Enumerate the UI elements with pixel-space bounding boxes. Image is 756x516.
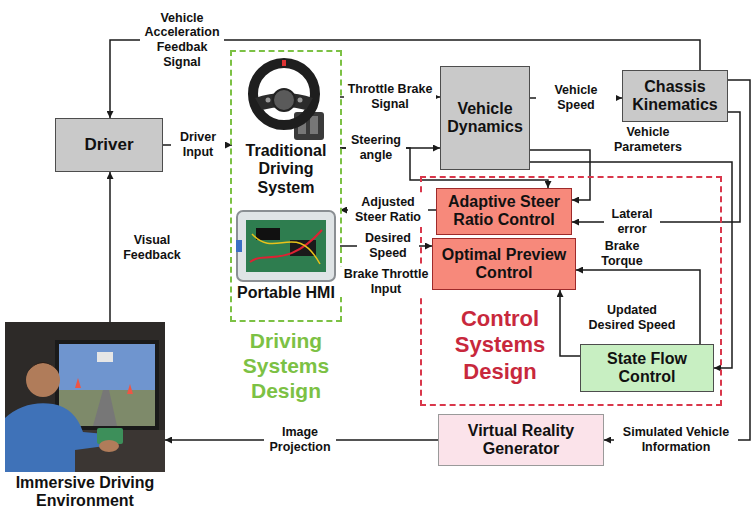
edge-label: Simulated Vehicle Information [614, 425, 738, 455]
edge-label: Image Projection [264, 425, 336, 455]
node-label: Optimal Preview Control [437, 246, 571, 283]
node-label: Traditional Driving System [232, 142, 340, 197]
steering-wheel-picture [246, 54, 328, 142]
node-label: Control Systems Design [450, 306, 550, 385]
edge-label: Vehicle Acceleration Feedbak Signal [140, 11, 224, 70]
process-box: Virtual Reality Generator [438, 414, 604, 466]
edge-label: Steering angle [346, 133, 406, 163]
process-box: Chassis Kinematics [622, 70, 728, 122]
edge-label: Driver Input [171, 130, 225, 160]
edge-label: Brake Torque [594, 239, 650, 269]
edge-label: Vehicle Parameters [606, 125, 690, 155]
hmi-device-picture [236, 210, 336, 282]
process-box: Vehicle Dynamics [440, 66, 530, 170]
environment-photo-box: Immersive Driving Environment [5, 322, 165, 512]
edge-label: Updated Desired Speed [582, 303, 682, 333]
connector [572, 112, 740, 222]
node-label: Portable HMI [232, 284, 340, 302]
node-label: Vehicle Dynamics [445, 100, 525, 137]
edge-label: Desired Speed [357, 231, 419, 261]
node-label: Driving Systems Design [230, 328, 342, 404]
edge-label: Throttle Brake Signal [344, 82, 436, 112]
driving-environment-photo [5, 322, 165, 472]
node-label: Virtual Reality Generator [443, 422, 599, 459]
group-region: Driving Systems DesignTraditional Drivin… [230, 50, 342, 322]
control-box: Optimal Preview Control [432, 238, 576, 290]
edge-label: Adjusted Steer Ratio [348, 195, 428, 225]
connector [560, 290, 580, 356]
edge-label: Brake Throttle Input [340, 267, 432, 297]
node-label: Chassis Kinematics [627, 78, 723, 115]
process-box: Driver [55, 118, 163, 172]
node-label: State Flow Control [585, 350, 709, 387]
connector [576, 270, 700, 344]
group-region: Control Systems Design Adaptive Steer Rat… [420, 176, 722, 406]
node-label: Adaptive Steer Ratio Control [441, 193, 567, 230]
edge-label: Visual Feedback [117, 233, 187, 263]
control-box: Adaptive Steer Ratio Control [436, 188, 572, 235]
node-label: Immersive Driving Environment [5, 474, 165, 511]
connector [109, 172, 111, 322]
edge-label: Lateral error [604, 207, 660, 237]
hmi-device: Portable HMI [232, 208, 340, 306]
driving-system: Traditional Driving System [232, 52, 340, 204]
control-box: State Flow Control [580, 344, 714, 392]
node-label: Driver [84, 135, 133, 155]
edge-label: Vehicle Speed [536, 83, 616, 113]
